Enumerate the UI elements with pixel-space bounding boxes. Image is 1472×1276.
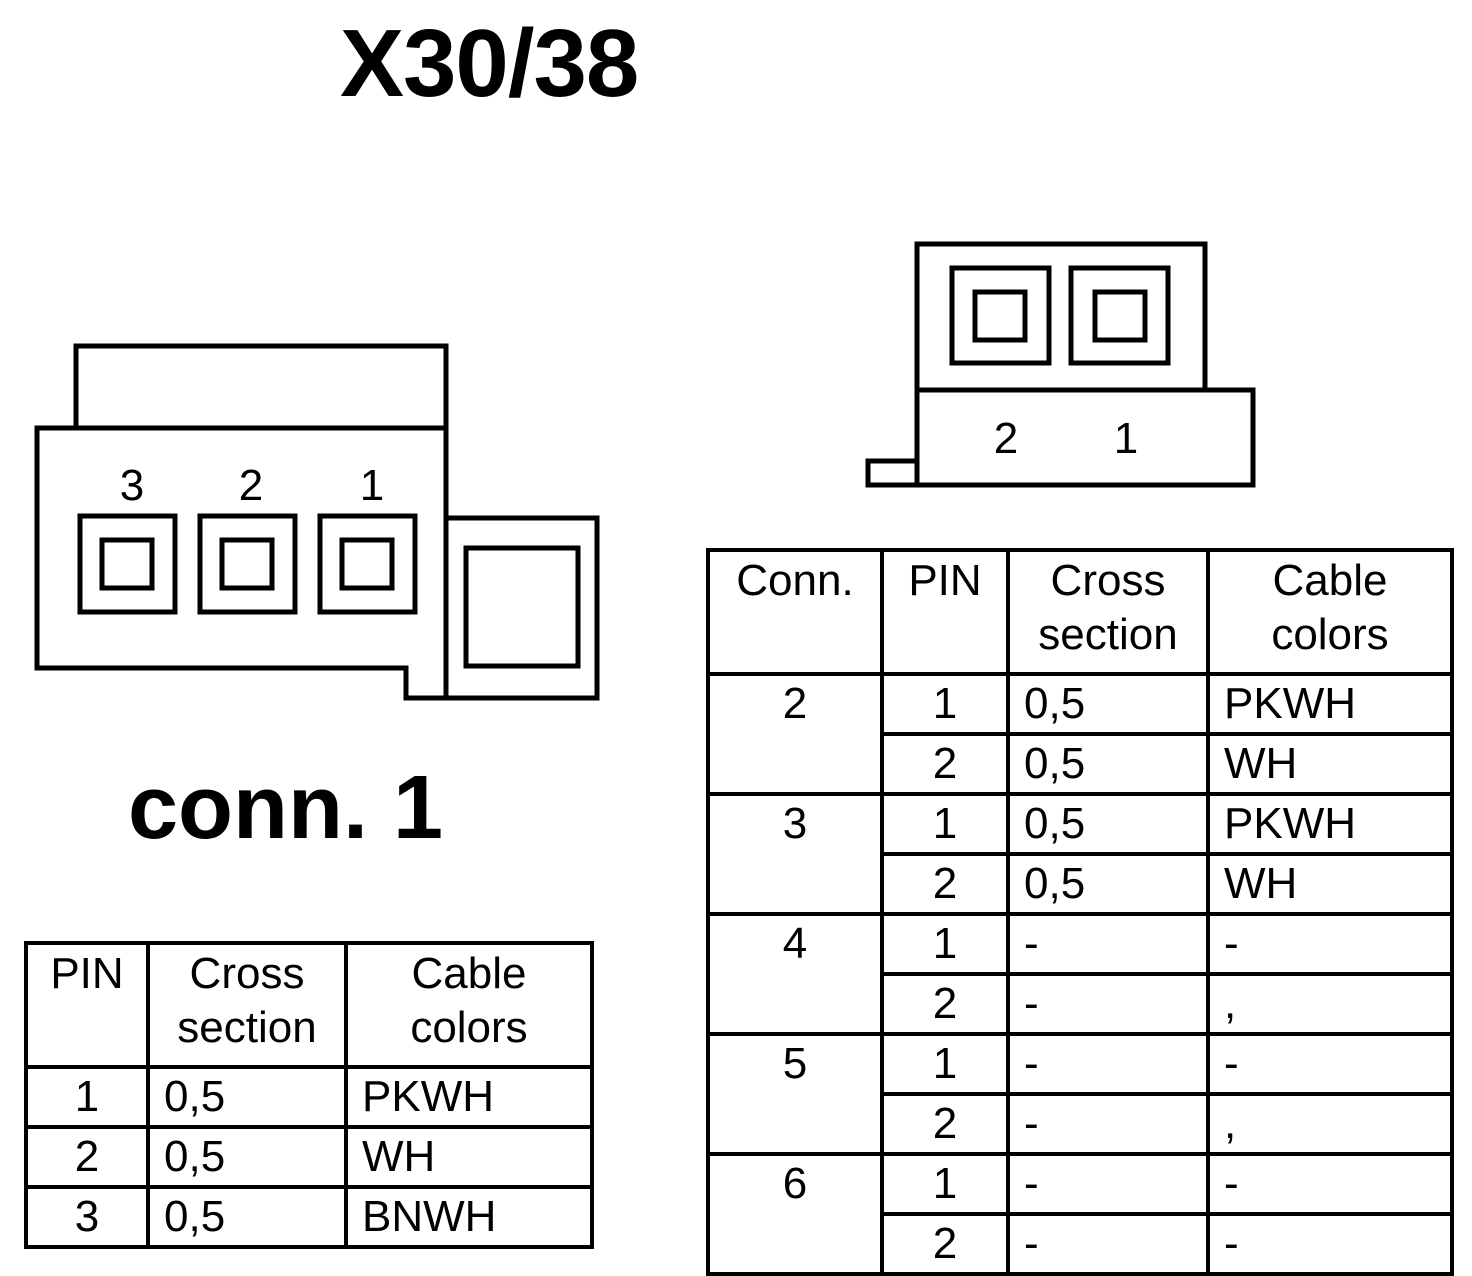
table-row: 3 1 0,5 PKWH xyxy=(706,792,1454,856)
table-row: 4 1 - - xyxy=(706,912,1454,976)
color-cell: WH xyxy=(344,1125,594,1189)
color-cell: , xyxy=(1206,1092,1454,1156)
pin-cell: 2 xyxy=(880,852,1010,916)
pin-cell: 1 xyxy=(880,792,1010,856)
conn-cell: 6 xyxy=(706,1152,884,1214)
table-row: 2 0,5 WH xyxy=(706,732,1454,796)
conn1-pin-label: 3 xyxy=(120,461,144,510)
conn1-pin-label: 2 xyxy=(239,461,263,510)
cross-cell: - xyxy=(1006,1032,1210,1096)
table-row: 1 0,5 PKWH xyxy=(24,1065,594,1129)
pin-cell: 2 xyxy=(880,1212,1010,1276)
cross-cell: 0,5 xyxy=(146,1185,348,1249)
conn-cell-empty xyxy=(706,1214,884,1276)
cross-cell: 0,5 xyxy=(1006,852,1210,916)
pin-cell: 1 xyxy=(880,912,1010,976)
pin-cavity-2b xyxy=(949,265,1052,366)
header-pin: PIN xyxy=(24,941,150,1069)
connector-2pin-base xyxy=(914,387,1256,488)
cross-cell: - xyxy=(1006,1212,1210,1276)
color-cell: BNWH xyxy=(344,1185,594,1249)
conn-cell-empty xyxy=(706,854,884,916)
connector-1-side-block xyxy=(463,545,581,669)
color-cell: PKWH xyxy=(1206,792,1454,856)
color-cell: PKWH xyxy=(1206,672,1454,736)
connector-1-body xyxy=(34,425,600,701)
header-pin: PIN xyxy=(880,548,1010,676)
cross-cell: 0,5 xyxy=(1006,732,1210,796)
conn2-pin-label: 1 xyxy=(1114,414,1138,463)
cross-cell: 0,5 xyxy=(146,1125,348,1189)
conn-cell-empty xyxy=(706,734,884,796)
pin-cavity-3 xyxy=(77,513,178,615)
pin-cavity-2 xyxy=(197,513,298,615)
connector-2pin-drawing xyxy=(865,241,1256,488)
conn2-pin-label: 2 xyxy=(994,414,1018,463)
cross-cell: 0,5 xyxy=(1006,792,1210,856)
conn-cell: 3 xyxy=(706,792,884,854)
table-row: 2 0,5 WH xyxy=(706,852,1454,916)
pin-cell: 2 xyxy=(880,1092,1010,1156)
pin-cell: 2 xyxy=(880,732,1010,796)
diagram-title: X30/38 xyxy=(340,10,639,117)
color-cell: - xyxy=(1206,1212,1454,1276)
cross-cell: 0,5 xyxy=(146,1065,348,1129)
pin-cell: 3 xyxy=(24,1185,150,1249)
conn1-pin-label: 1 xyxy=(360,461,384,510)
cross-cell: - xyxy=(1006,912,1210,976)
conn-cell: 2 xyxy=(706,672,884,734)
pin-cavity-1 xyxy=(317,513,418,615)
connector-label: conn. 1 xyxy=(128,758,444,858)
color-cell: - xyxy=(1206,1032,1454,1096)
table-row: 2 - - xyxy=(706,1212,1454,1276)
connector-2pin-tab xyxy=(865,458,920,488)
table-row: 2 - , xyxy=(706,1092,1454,1156)
table-row: 3 0,5 BNWH xyxy=(24,1185,594,1249)
pin-cell: 1 xyxy=(880,1032,1010,1096)
cross-cell: - xyxy=(1006,1092,1210,1156)
color-cell: WH xyxy=(1206,732,1454,796)
connector-1-latch xyxy=(73,343,449,431)
table-row: 2 - , xyxy=(706,972,1454,1036)
pin-cell: 1 xyxy=(880,1152,1010,1216)
pin-cell: 2 xyxy=(880,972,1010,1036)
color-cell: - xyxy=(1206,1152,1454,1216)
pin-cell: 2 xyxy=(24,1125,150,1189)
color-cell: , xyxy=(1206,972,1454,1036)
table-row: 5 1 - - xyxy=(706,1032,1454,1096)
color-cell: WH xyxy=(1206,852,1454,916)
cross-cell: - xyxy=(1006,972,1210,1036)
color-cell: PKWH xyxy=(344,1065,594,1129)
pin-cell: 1 xyxy=(880,672,1010,736)
table-row: 6 1 - - xyxy=(706,1152,1454,1216)
conn-cell: 4 xyxy=(706,912,884,974)
cross-cell: - xyxy=(1006,1152,1210,1216)
color-cell: - xyxy=(1206,912,1454,976)
conn-cell: 5 xyxy=(706,1032,884,1094)
header-conn: Conn. xyxy=(706,548,884,676)
conn-cell-empty xyxy=(706,974,884,1036)
conn-cell-empty xyxy=(706,1094,884,1156)
cross-cell: 0,5 xyxy=(1006,672,1210,736)
pin-cavity-1b xyxy=(1068,265,1171,366)
connector-1-drawing xyxy=(34,343,600,701)
table-row: 2 1 0,5 PKWH xyxy=(706,672,1454,736)
table-row: 2 0,5 WH xyxy=(24,1125,594,1189)
pin-cell: 1 xyxy=(24,1065,150,1129)
